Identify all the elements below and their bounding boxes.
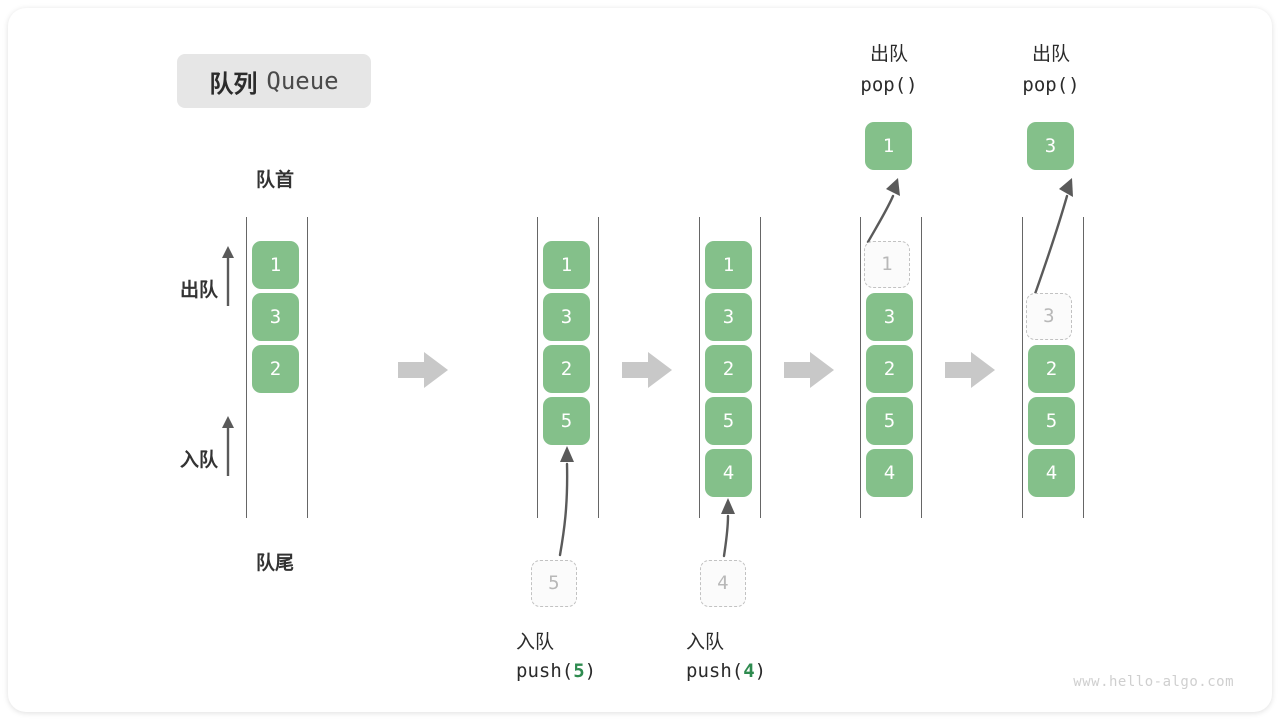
rail-right-col3	[760, 217, 761, 518]
pop3-header: 出队 pop()	[986, 40, 1116, 101]
dequeue-label: 出队	[179, 280, 218, 301]
rail-right-col4	[921, 217, 922, 518]
pop1-header: 出队 pop()	[824, 40, 954, 101]
queue-element: 3	[866, 293, 913, 341]
pop3-header-cn: 出队	[1031, 44, 1070, 65]
queue-element: 4	[866, 449, 913, 497]
queue-element: 3	[543, 293, 590, 341]
vacated-element-ghost: 3	[1026, 293, 1072, 340]
rail-right-col2	[598, 217, 599, 518]
queue-element: 2	[543, 345, 590, 393]
rail-left-col3	[699, 217, 700, 518]
queue-element: 2	[866, 345, 913, 393]
push5-caption: 入队 push(5)	[516, 628, 686, 687]
vacated-element-ghost: 1	[864, 241, 910, 288]
push5-caption-cn: 入队	[516, 632, 555, 653]
title-cn: 队列	[209, 70, 258, 98]
pop-arrow-icon	[866, 178, 900, 244]
pop-arrow-icon	[1033, 178, 1073, 296]
queue-element: 2	[1028, 345, 1075, 393]
push5-caption-fn: push(5)	[516, 660, 597, 683]
enqueue-arrow-icon	[222, 416, 234, 476]
pop3-header-fn: pop()	[1022, 74, 1080, 97]
flow-arrow-icon	[398, 352, 448, 388]
queue-element: 5	[543, 397, 590, 445]
queue-element: 1	[543, 241, 590, 289]
dequeue-arrow-icon	[222, 246, 234, 306]
rail-right-col5	[1083, 217, 1084, 518]
queue-element: 2	[252, 345, 299, 393]
queue-element: 3	[705, 293, 752, 341]
title-chip: 队列 Queue	[177, 54, 371, 108]
flow-arrow-icon	[622, 352, 672, 388]
rail-left-col4	[860, 217, 861, 518]
rail-left-col5	[1022, 217, 1023, 518]
popped-element: 1	[865, 122, 912, 170]
flow-arrow-icon	[784, 352, 834, 388]
back-label: 队尾	[255, 553, 294, 574]
flow-arrow-icon	[945, 352, 995, 388]
title-en: Queue	[266, 67, 339, 95]
front-label: 队首	[255, 170, 294, 191]
queue-element: 4	[1028, 449, 1075, 497]
queue-element: 1	[705, 241, 752, 289]
popped-element: 3	[1027, 122, 1074, 170]
push4-caption-fn: push(4)	[686, 660, 767, 683]
push-arrow-icon	[558, 446, 574, 557]
queue-element: 1	[252, 241, 299, 289]
rail-left-col2	[537, 217, 538, 518]
pop1-header-fn: pop()	[860, 74, 918, 97]
incoming-element-ghost: 4	[700, 560, 746, 607]
diagram-card: 队列 Queue 队首 队尾 出队 入队 1 3 2 1 3 2 5 5 入队 …	[8, 8, 1272, 712]
incoming-element-ghost: 5	[531, 560, 577, 607]
queue-element: 5	[1028, 397, 1075, 445]
push-arrow-icon	[721, 498, 735, 558]
queue-element: 2	[705, 345, 752, 393]
rail-right-col1	[307, 217, 308, 518]
watermark: www.hello-algo.com	[1073, 674, 1234, 690]
queue-element: 5	[866, 397, 913, 445]
rail-left-col1	[246, 217, 247, 518]
push4-caption: 入队 push(4)	[686, 628, 856, 687]
pop1-header-cn: 出队	[869, 44, 908, 65]
queue-element: 4	[705, 449, 752, 497]
enqueue-label: 入队	[179, 450, 218, 471]
push4-caption-cn: 入队	[686, 632, 725, 653]
queue-element: 3	[252, 293, 299, 341]
queue-element: 5	[705, 397, 752, 445]
